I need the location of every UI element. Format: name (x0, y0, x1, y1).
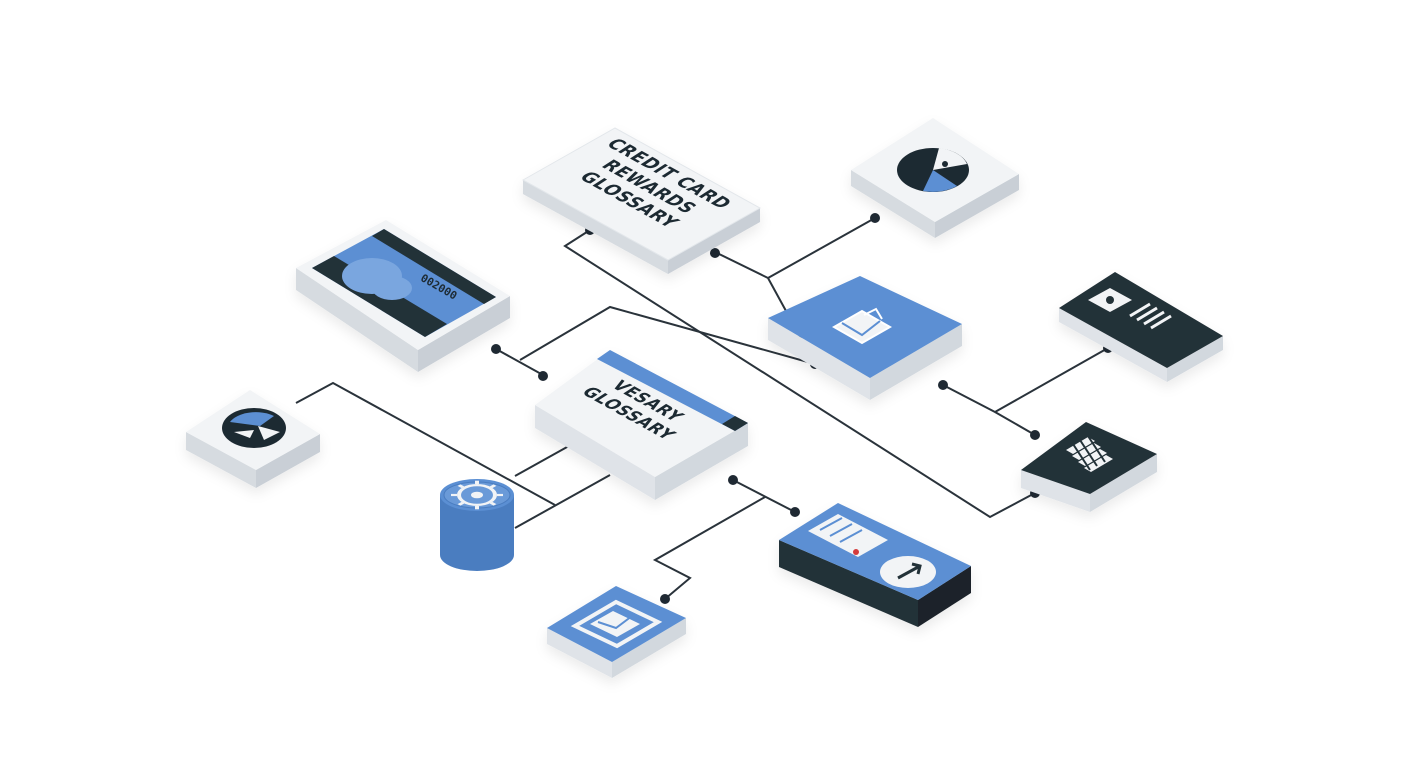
glossary-card-vesary[interactable]: VESARY GLOSSARY (535, 350, 748, 500)
broken-circle-tile[interactable] (186, 390, 320, 488)
connector-db-to-vesary-2 (514, 474, 611, 529)
envelope-tile[interactable] (768, 276, 962, 400)
mail-icon (570, 599, 663, 649)
connector-vesary-to-list (732, 479, 796, 513)
arrow-icon (880, 556, 936, 588)
id-card-icon (1088, 288, 1172, 330)
list-payment-tile[interactable] (779, 503, 971, 627)
connector-glossary-to-keypad (563, 229, 1036, 519)
connector-envelope-to-keypad (994, 411, 1036, 436)
pie-chart-icon (897, 148, 969, 192)
connector-circle-to-db (295, 381, 556, 506)
list-icon (808, 514, 888, 557)
connector-card-to-vesary (495, 348, 544, 376)
glossary-card-credit-card-rewards[interactable]: CREDIT CARD REWARDS GLOSSARY (521, 127, 762, 274)
credit-card-icon: 002000 (312, 229, 496, 337)
id-card-tile[interactable] (1059, 272, 1223, 382)
pie-chart-tile[interactable] (851, 118, 1019, 238)
envelope-icon (831, 307, 893, 345)
mail-tile[interactable] (547, 586, 686, 678)
keypad-tile[interactable] (1021, 422, 1157, 512)
credit-card-tile[interactable]: 002000 (296, 220, 510, 372)
connector-envelope-to-right (942, 347, 1109, 414)
connector-list-to-mail (652, 496, 766, 600)
broken-circle-icon (222, 408, 286, 448)
connector-card-to-rail (519, 305, 816, 365)
calculator-keypad-icon (1066, 435, 1113, 472)
connectors (295, 217, 1109, 600)
gear-icon (451, 480, 503, 510)
connector-pie-to-envelope (767, 217, 876, 279)
database-tile[interactable] (440, 479, 514, 571)
